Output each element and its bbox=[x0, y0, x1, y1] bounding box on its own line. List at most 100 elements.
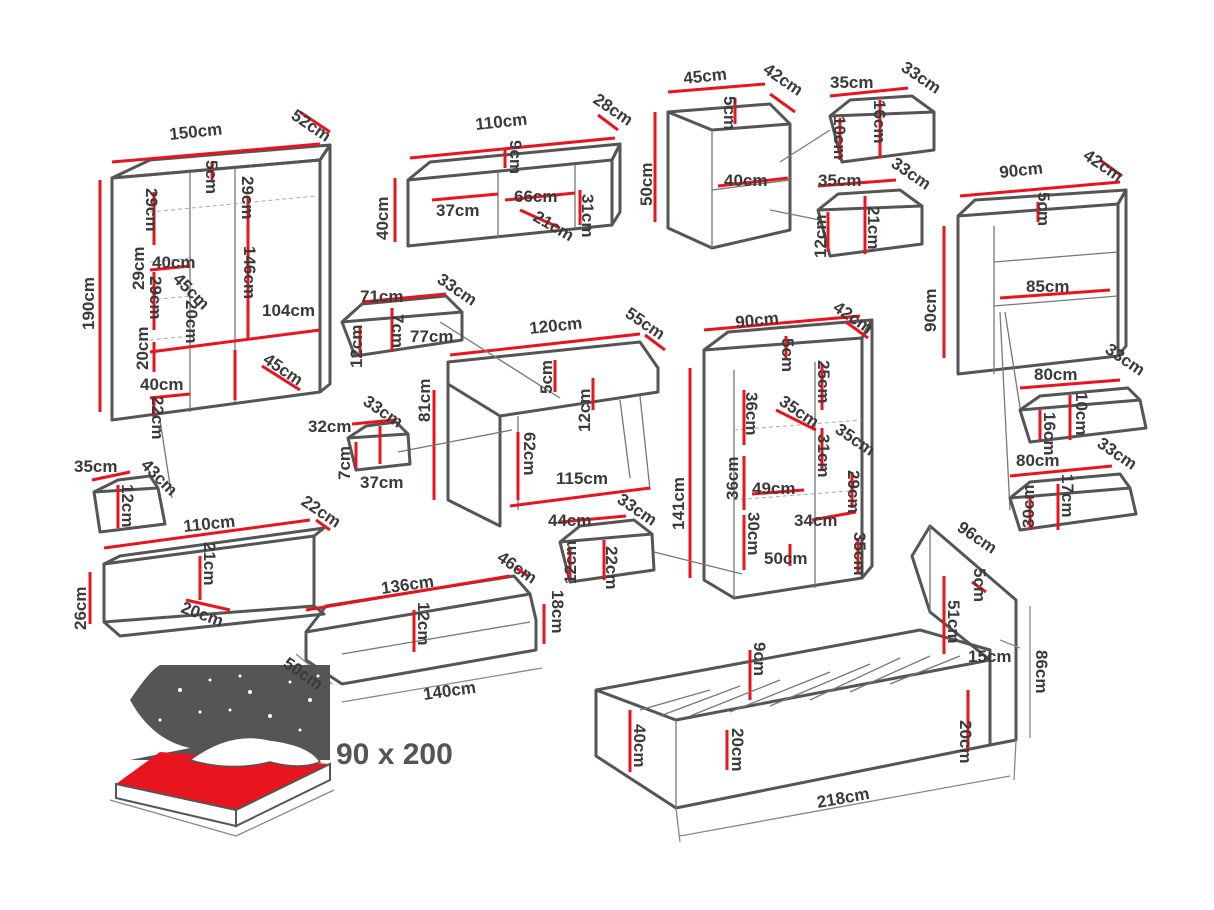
dim-label: 10cm bbox=[1072, 392, 1091, 435]
mattress-icon bbox=[109, 665, 335, 837]
dim-label: 150cm bbox=[168, 120, 223, 144]
dim-label: 218cm bbox=[815, 784, 870, 812]
dim-label: 77cm bbox=[410, 327, 453, 346]
dim-label: 90cm bbox=[734, 309, 779, 332]
dim-label: 9cm bbox=[750, 642, 769, 676]
dim-label: 141cm bbox=[669, 477, 688, 530]
dim-label: 104cm bbox=[262, 301, 315, 320]
dim-label: 12cm bbox=[575, 389, 594, 432]
dim-label: 25cm bbox=[814, 360, 833, 403]
dim-label: 50cm bbox=[637, 163, 656, 206]
desk-drawing bbox=[397, 321, 666, 528]
dim-label: 30cm bbox=[1019, 485, 1038, 528]
dim-label: 29cm bbox=[129, 247, 148, 290]
dim-label: 5cm bbox=[1034, 192, 1053, 226]
dim-label: 9cm bbox=[506, 140, 525, 174]
bookcase-drawing bbox=[688, 314, 874, 600]
dim-label: 120cm bbox=[528, 314, 583, 338]
dim-label: 44cm bbox=[548, 511, 591, 530]
nightstand-drawer-details bbox=[816, 86, 936, 258]
dim-label: 36cm bbox=[742, 392, 761, 435]
dim-label: 40cm bbox=[724, 171, 767, 190]
dim-label: 66cm bbox=[514, 187, 557, 206]
dim-label: 40cm bbox=[140, 375, 183, 394]
dim-label: 35cm bbox=[850, 532, 869, 575]
dim-label: 34cm bbox=[794, 511, 837, 530]
dim-label: 80cm bbox=[1034, 365, 1077, 384]
dim-label: 136cm bbox=[380, 572, 435, 598]
dim-label: 22cm bbox=[298, 492, 345, 532]
dim-label: 22cm bbox=[148, 396, 167, 439]
dim-label: 42cm bbox=[1080, 146, 1127, 186]
dim-label: 50cm bbox=[764, 549, 807, 568]
dim-label: 35cm bbox=[74, 457, 117, 476]
dim-label: 81cm bbox=[415, 379, 434, 422]
bookcase-drawer-detail bbox=[558, 514, 743, 584]
dim-label: 146cm bbox=[240, 246, 259, 299]
dim-label: 190cm bbox=[79, 277, 98, 330]
dim-label: 52cm bbox=[288, 106, 335, 146]
underbed-drawer-drawing bbox=[295, 566, 546, 703]
desk-drawer-details bbox=[340, 292, 464, 472]
dim-label: 10cm bbox=[830, 116, 849, 159]
dresser-drawing bbox=[942, 158, 1128, 511]
wall-shelf-drawing bbox=[88, 518, 331, 638]
dim-label: 29cm bbox=[142, 188, 161, 231]
dim-label: 90cm bbox=[998, 159, 1043, 182]
dim-label: 7cm bbox=[335, 446, 354, 480]
dim-label: 40cm bbox=[152, 253, 195, 272]
dim-label: 15cm bbox=[968, 647, 1011, 666]
dim-label: 115cm bbox=[556, 469, 608, 488]
dim-label: 12cm bbox=[811, 215, 830, 258]
dim-label: 40cm bbox=[630, 724, 649, 767]
dim-label: 31cm bbox=[578, 194, 597, 237]
dim-label: 42cm bbox=[760, 60, 807, 100]
bed-slats bbox=[639, 655, 961, 717]
dim-label: 33cm bbox=[434, 270, 481, 310]
dim-label: 35cm bbox=[818, 171, 861, 190]
dim-label: 42cm bbox=[830, 298, 877, 338]
dresser-drawer-details bbox=[1008, 378, 1148, 532]
dim-label: 36cm bbox=[723, 457, 742, 500]
dim-label: 31cm bbox=[814, 434, 833, 477]
dim-label: 33cm bbox=[898, 58, 945, 98]
dim-label: 85cm bbox=[1026, 277, 1069, 296]
dim-label: 55cm bbox=[622, 304, 669, 344]
bed-drawing bbox=[594, 524, 1031, 843]
dim-label: 20cm bbox=[182, 300, 201, 343]
dim-label: 30cm bbox=[744, 512, 763, 555]
dim-label: 86cm bbox=[1032, 650, 1051, 693]
wardrobe-drawer-detail bbox=[91, 419, 173, 534]
dim-label: 51cm bbox=[944, 600, 963, 643]
dim-label: 12cm bbox=[347, 325, 366, 368]
dim-label: 12cm bbox=[561, 541, 580, 584]
dim-label: 12cm bbox=[414, 602, 433, 645]
dim-label: 90cm bbox=[921, 289, 940, 332]
dim-label: 33cm bbox=[888, 154, 935, 194]
dim-label: 29cm bbox=[238, 176, 257, 219]
dim-label: 12cm bbox=[118, 484, 137, 527]
dim-label: 37cm bbox=[436, 201, 479, 220]
dim-label: 5cm bbox=[537, 360, 556, 394]
dim-label: 45cm bbox=[260, 350, 307, 390]
dim-label: 26cm bbox=[71, 587, 90, 630]
wardrobe-drawing bbox=[98, 110, 332, 422]
dim-label: 5cm bbox=[778, 338, 797, 372]
dim-label: 20cm bbox=[728, 728, 747, 771]
dim-label: 5cm bbox=[970, 568, 989, 602]
dim-label: 71cm bbox=[360, 287, 403, 306]
dim-label: 32cm bbox=[308, 417, 351, 436]
dim-label: 5cm bbox=[720, 96, 739, 130]
dim-label: 7cm bbox=[388, 314, 407, 348]
mattress-stars bbox=[158, 674, 320, 732]
tv-unit-drawing bbox=[393, 113, 622, 248]
dim-label: 28cm bbox=[590, 90, 637, 130]
dim-label: 29cm bbox=[844, 470, 863, 513]
dim-label: 21cm bbox=[200, 542, 219, 585]
dim-label: 40cm bbox=[373, 197, 392, 240]
dim-label: 110cm bbox=[474, 110, 528, 134]
dim-label: 49cm bbox=[752, 479, 795, 498]
dim-label: 16cm bbox=[1040, 412, 1059, 455]
nightstand-drawing bbox=[653, 82, 831, 250]
